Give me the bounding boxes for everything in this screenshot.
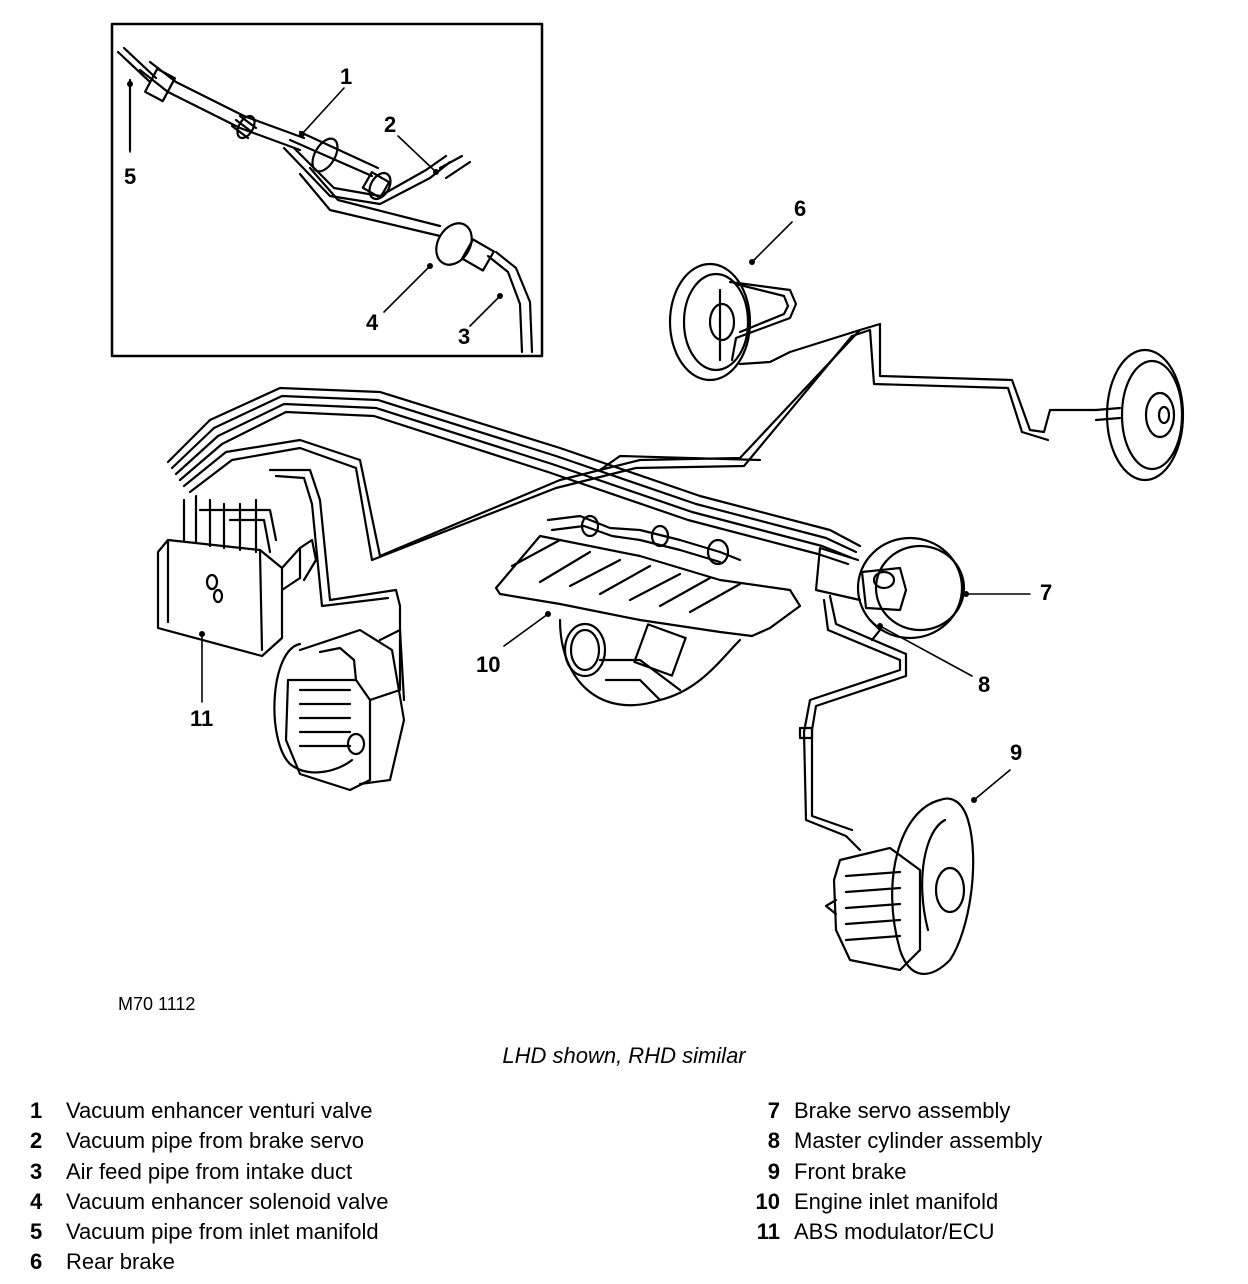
legend-number: 7 — [767, 1098, 780, 1123]
inset-vacuum-assembly — [116, 46, 534, 354]
legend-label: Air feed pipe from intake duct — [66, 1158, 353, 1184]
leader-dots — [127, 81, 977, 803]
legend-item: 3 Air feed pipe from intake duct — [30, 1157, 388, 1187]
callout-9: 9 — [1010, 740, 1023, 765]
rear-brake-right-drum — [1094, 348, 1185, 482]
legend-number: 1 — [30, 1098, 43, 1123]
legend-label: Brake servo assembly — [794, 1098, 1011, 1123]
leader-lines — [129, 83, 1031, 801]
legend-number: 2 — [30, 1128, 43, 1154]
callout-3: 3 — [458, 324, 471, 349]
legend-number: 3 — [30, 1158, 43, 1184]
legend-number: 5 — [30, 1219, 43, 1245]
legend-item: 9 Front brake — [730, 1157, 1042, 1187]
rear-brake-left-drum — [668, 262, 798, 382]
brake-line-bundle — [166, 322, 1098, 566]
legend-item: 6 Rear brake — [30, 1247, 388, 1277]
callout-1: 1 — [340, 64, 353, 89]
legend-item: 7 Brake servo assembly — [730, 1096, 1042, 1126]
callout-4: 4 — [366, 310, 379, 335]
legend-number: 6 — [30, 1249, 43, 1275]
legend-item: 2 Vacuum pipe from brake servo — [30, 1126, 388, 1156]
callout-2: 2 — [384, 112, 397, 137]
legend-label: Vacuum pipe from brake servo — [66, 1128, 364, 1154]
callout-10: 10 — [476, 652, 501, 677]
legend-right: 7 Brake servo assembly 8 Master cylinder a… — [730, 1096, 1043, 1247]
legend-label: Engine inlet manifold — [794, 1188, 999, 1214]
legend-number: 10 — [755, 1188, 780, 1214]
legend-item: 11 ABS modulator/ECU — [730, 1217, 1042, 1247]
legend-label: ABS modulator/ECU — [794, 1219, 995, 1245]
callout-5: 5 — [124, 164, 137, 189]
legend-label: Front brake — [794, 1158, 907, 1184]
legend-item: 1 Vacuum enhancer venturi valve — [30, 1096, 388, 1126]
callout-7: 7 — [1040, 580, 1053, 605]
legend-item: 4 Vacuum enhancer solenoid valve — [30, 1187, 388, 1217]
brake-system-diagram — [110, 22, 1185, 976]
legend-number: 9 — [767, 1158, 780, 1184]
legend-label: Master cylinder assembly — [794, 1128, 1043, 1154]
legend-label: Vacuum pipe from inlet manifold — [66, 1219, 379, 1245]
engine-inlet-manifold — [494, 514, 802, 707]
callout-6: 6 — [794, 196, 807, 221]
legend-item: 8 Master cylinder assembly — [730, 1126, 1042, 1156]
legend-item: 5 Vacuum pipe from inlet manifold — [30, 1217, 388, 1247]
figure-id: M70 1112 — [118, 994, 196, 1014]
legend-label: Vacuum enhancer venturi valve — [66, 1098, 373, 1123]
legend-item: 10 Engine inlet manifold — [730, 1187, 1042, 1217]
front-brake-left — [273, 628, 406, 792]
abs-modulator — [156, 468, 402, 702]
legend-number: 4 — [30, 1188, 43, 1214]
legend-number: 11 — [756, 1219, 780, 1245]
legend-label: Rear brake — [66, 1249, 175, 1275]
inset-frame — [110, 22, 544, 358]
callout-8: 8 — [978, 672, 991, 697]
legend-label: Vacuum enhancer solenoid valve — [66, 1188, 389, 1214]
front-brake-right — [798, 594, 975, 976]
figure-caption: LHD shown, RHD similar — [502, 1043, 746, 1068]
callout-11: 11 — [190, 706, 214, 731]
legend-number: 8 — [767, 1128, 780, 1154]
brake-servo-assembly — [814, 536, 966, 642]
